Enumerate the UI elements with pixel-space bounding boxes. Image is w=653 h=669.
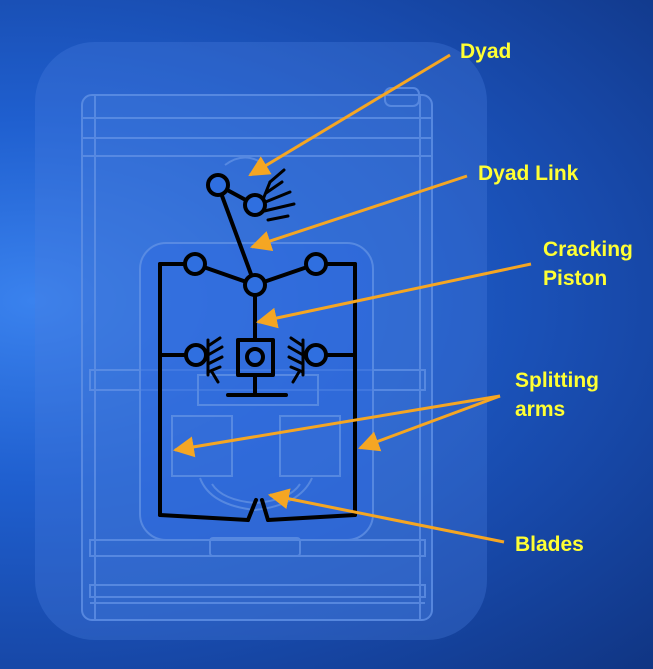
dyad-joint-left [206, 173, 230, 197]
arrow-splitting-arm-left [172, 394, 501, 458]
label-dyad: Dyad [460, 40, 512, 63]
upper-left-joint [183, 252, 207, 276]
label-dyad-link: Dyad Link [478, 162, 579, 185]
side-right-joint [304, 343, 328, 367]
callout-arrows [172, 53, 532, 544]
blades-shape [246, 498, 270, 522]
side-left-joint [184, 343, 208, 367]
center-joint [243, 273, 267, 297]
label-cracking-piston: Cracking Piston [543, 238, 633, 290]
right-splitting-arm [266, 262, 357, 522]
arrow-blades [267, 488, 505, 544]
arrow-dyad-link [250, 174, 468, 252]
label-splitting-arms: Splitting arms [515, 369, 599, 421]
top-ground-hatch [256, 168, 296, 222]
arrow-cracking-piston [255, 262, 532, 329]
arrow-dyad [248, 53, 451, 177]
right-ground-hatch [287, 336, 305, 384]
upper-right-joint [304, 252, 328, 276]
joints [183, 173, 328, 367]
left-splitting-arm [158, 262, 250, 522]
piston-joint [245, 347, 265, 367]
left-ground-hatch [206, 336, 224, 384]
dyad-joint-ground [243, 193, 267, 217]
arrow-splitting-arm-right [358, 394, 501, 452]
label-blades: Blades [515, 533, 584, 556]
dyad-link-line [216, 183, 257, 287]
